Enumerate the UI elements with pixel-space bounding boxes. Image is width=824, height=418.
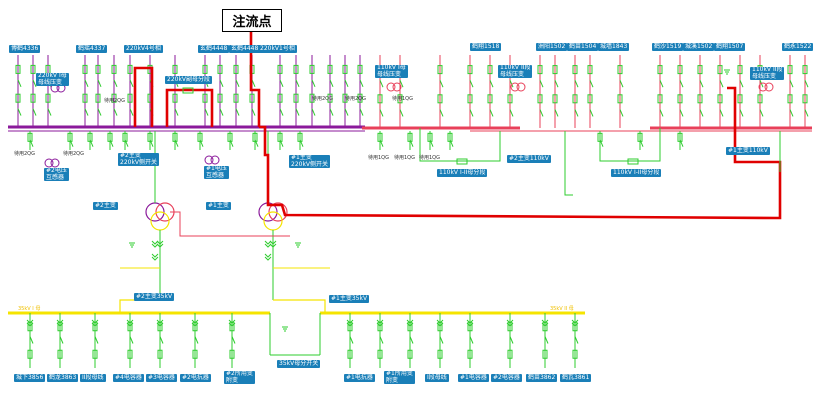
label-mid: #1主变	[206, 202, 231, 210]
arrow-icon	[264, 253, 272, 261]
label-35kv-feeder: II段母线	[80, 374, 106, 382]
label-35kv-bus-ii: 35kV II 母	[550, 306, 574, 312]
label-pt-220: #1电压 互感器	[204, 166, 229, 179]
label-110-feeder: 鹤永1522	[782, 43, 814, 51]
label-35kv-feeder: 鹤苗3862	[526, 374, 558, 382]
label-pt-220: #2电压 互感器	[44, 168, 69, 181]
label-110-feeder: 洲阳1502	[536, 43, 568, 51]
label-110-feeder: 鹤翔1518	[470, 43, 502, 51]
label-110-feeder: 城溪1502	[683, 43, 715, 51]
label-mid: #1主变110kV	[726, 147, 770, 155]
pt-icon-110-a	[386, 82, 402, 92]
label-110-pt: 110kV II段 母线压变	[498, 65, 533, 78]
label-35kv-feeder: I段母线	[425, 374, 449, 382]
label-35kv-feeder: #2电容器	[491, 374, 522, 382]
label-35kv-feeder: #4电容器	[113, 374, 144, 382]
label-220-feeder: 鹤瑶4337	[76, 45, 108, 53]
label-spare: 待用1QG	[368, 155, 389, 161]
label-220-section: 220kV副母分段	[165, 76, 213, 84]
label-mid: 110kV I-II母分段	[611, 169, 662, 177]
label-110-feeder: 鹤翔1507	[714, 43, 746, 51]
label-35kv-bus-i: 35kV I 母	[18, 306, 41, 312]
label-110-pt: 110kV I母 母线压变	[375, 65, 408, 78]
label-spare: 待用2QG	[312, 96, 333, 102]
label-35kv-feeder: #3电容器	[146, 374, 177, 382]
label-pt-220: 220kV I母 母线压变	[36, 73, 69, 86]
bays-220kv	[15, 55, 364, 150]
page-title: 注流点	[222, 9, 282, 32]
label-mid: #2主变110kV	[507, 155, 551, 163]
gnd-icon-35-a	[128, 242, 136, 248]
pt-icon-220-b	[44, 158, 60, 168]
power-flow-path	[133, 32, 782, 220]
bays-110kv	[377, 55, 809, 150]
label-mid: #2主变 220kV侧开关	[118, 153, 160, 166]
pt-icon-220-c	[204, 155, 220, 165]
gnd-icon-top	[723, 69, 731, 75]
label-35kv-feeder: #1所用变 附变	[384, 371, 415, 384]
label-220-feeder: 玄鹤4448	[198, 45, 230, 53]
label-35kv-feeder: 城下3856	[14, 374, 46, 382]
gnd-icon-mid	[281, 326, 289, 332]
pt-icon-110-b	[510, 82, 526, 92]
label-110-pt: 110kV II段 母线压变	[750, 67, 785, 80]
transformer-2	[145, 202, 175, 231]
label-35kv-feeder: #2电抗器	[180, 374, 211, 382]
label-110-feeder: 鹤苗1504	[567, 43, 599, 51]
label-mid: #2主变	[93, 202, 118, 210]
label-220-feeder: 220kV1号相	[258, 45, 297, 53]
label-35kv-feeder: #1电抗器	[344, 374, 375, 382]
pt-icon-110-c	[758, 82, 774, 92]
label-35kv-feeder: 鹤龙3863	[47, 374, 79, 382]
gnd-icon-35-b	[294, 242, 302, 248]
label-35kv-feeder: #1电容器	[458, 374, 489, 382]
label-220-feeder: 博鹤4336	[9, 45, 41, 53]
label-mid: 110kV I-II母分段	[437, 169, 488, 177]
label-spare: 待用1QG	[419, 155, 440, 161]
label-spare: 待用2QG	[14, 151, 35, 157]
label-35kv-main: #2主变35kV	[134, 293, 175, 301]
bays-35kv	[26, 240, 579, 368]
label-220-feeder: 220kV4号相	[124, 45, 163, 53]
label-110-feeder: 鹤沙1519	[652, 43, 684, 51]
label-110-feeder: 城墙1843	[598, 43, 630, 51]
label-spare: 待用1QG	[394, 155, 415, 161]
label-35kv-main: #1主变35kV	[329, 295, 370, 303]
label-mid: #1主变 220kV侧开关	[289, 155, 331, 168]
label-spare: 待用2QG	[63, 151, 84, 157]
label-35kv-feeder: #2所用变 附变	[224, 371, 255, 384]
label-35kv-tie: 35kV母分开关	[277, 360, 321, 368]
label-220-feeder: 玄鹤4448	[229, 45, 261, 53]
arrow-icon	[151, 253, 159, 261]
label-spare: 待用1QG	[392, 96, 413, 102]
label-spare: 待用2QG	[104, 98, 125, 104]
label-spare: 待用2QG	[345, 96, 366, 102]
label-35kv-feeder: 鹤瓦3861	[560, 374, 592, 382]
